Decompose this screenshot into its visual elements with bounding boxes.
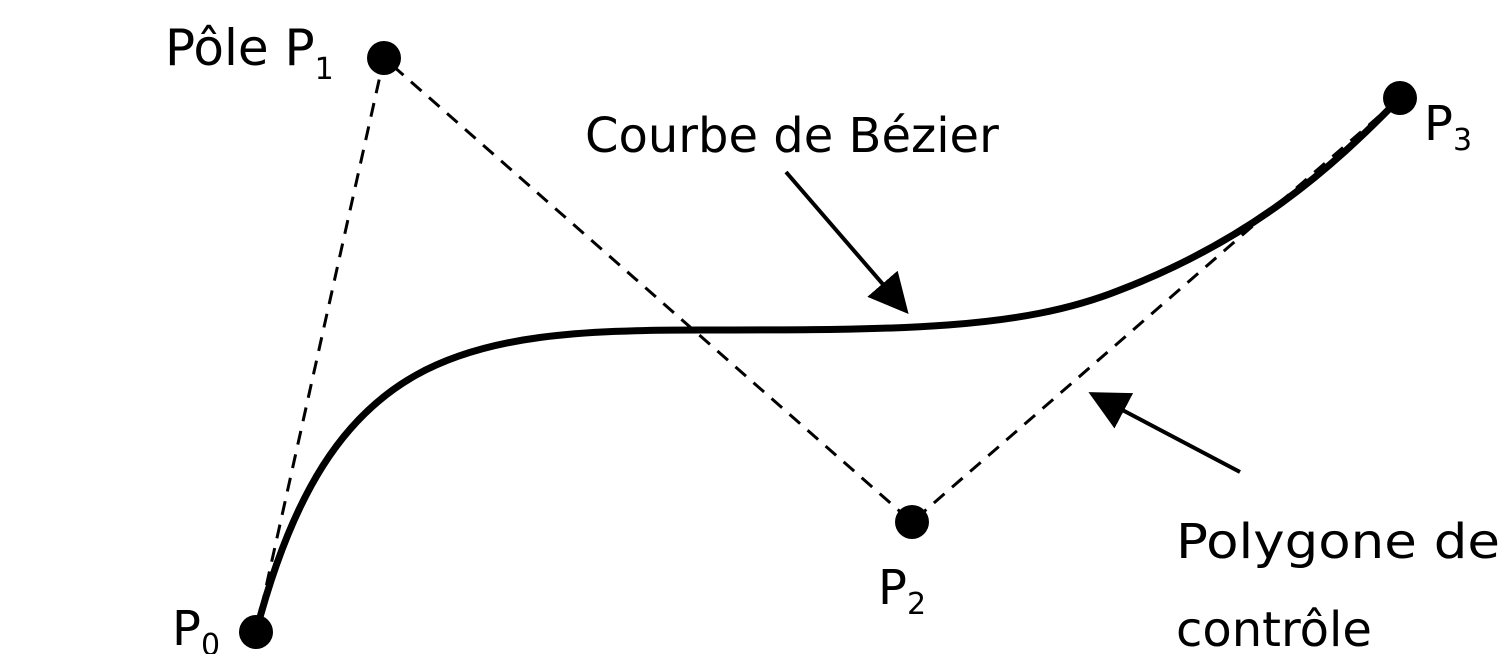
- label-p3-letter: P: [1424, 96, 1453, 152]
- label-p2-letter: P: [878, 560, 907, 616]
- label-pole-sub: 1: [315, 52, 334, 87]
- label-pole-text: Pôle P: [165, 19, 315, 77]
- label-p0-sub: 0: [201, 628, 220, 654]
- label-p0-letter: P: [172, 601, 201, 654]
- label-p0: P0: [172, 601, 220, 654]
- bezier-curve: [252, 94, 1404, 636]
- control-point-p0: [239, 615, 273, 649]
- control-point-p3: [1383, 81, 1417, 115]
- label-p2-sub: 2: [907, 587, 926, 622]
- control-point-p2: [895, 505, 929, 539]
- label-p2: P2: [878, 560, 926, 622]
- control-polygon: [254, 55, 1401, 633]
- arrow-to-polygon: [1088, 392, 1241, 474]
- arrow-to-curve: [784, 170, 909, 315]
- label-polygon-line1: Polygone de: [1176, 514, 1500, 570]
- label-p3: P3: [1424, 96, 1472, 158]
- label-polygon-line2: contrôle: [1176, 602, 1372, 654]
- label-pole-p1: Pôle P1: [165, 19, 334, 87]
- label-p3-sub: 3: [1453, 123, 1472, 158]
- control-point-p1: [367, 41, 401, 75]
- label-curve: Courbe de Bézier: [585, 108, 999, 164]
